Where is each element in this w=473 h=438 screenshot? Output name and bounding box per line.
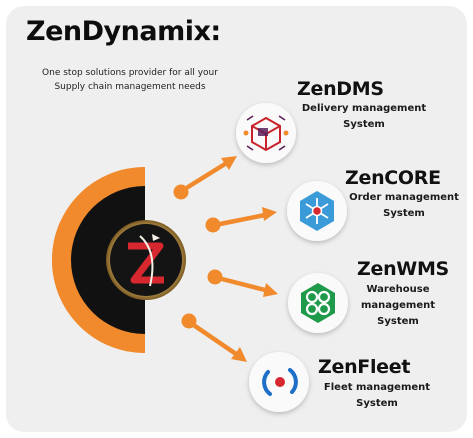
hub-black-half [52, 167, 145, 353]
product-name-zenfleet: ZenFleet [318, 356, 411, 378]
product-desc-zencore: Order management System [345, 190, 463, 222]
product-desc-line: Fleet management [323, 382, 431, 393]
product-desc-line: System [356, 398, 398, 409]
connector-dms [173, 156, 237, 200]
product-desc-line: management [360, 300, 436, 311]
product-desc-line: Delivery management [301, 103, 427, 114]
connector-fleet [181, 313, 247, 362]
product-name-zendms: ZenDMS [297, 78, 384, 100]
box-network-icon [236, 103, 296, 163]
zendynamix-logo-icon [106, 220, 186, 300]
hexagon-hub-icon [287, 181, 347, 241]
fleet-arc-icon [249, 352, 309, 412]
connector-wms [207, 269, 278, 297]
product-desc-line: System [383, 208, 425, 219]
warehouse-knot-icon [288, 273, 348, 333]
product-desc-zenwms: Warehouse management System [355, 282, 441, 330]
brand-title: ZenDynamix: [26, 16, 221, 47]
hub [52, 167, 186, 353]
tagline: One stop solutions provider for all your… [30, 66, 230, 94]
product-name-zencore: ZenCORE [345, 167, 441, 189]
product-desc-zenfleet: Fleet management System [318, 380, 436, 412]
product-desc-line: System [343, 119, 385, 130]
connector-core [205, 207, 277, 233]
tagline-line-2: Supply chain management needs [54, 82, 206, 92]
product-desc-line: Order management [349, 192, 459, 203]
product-desc-line: System [377, 316, 419, 327]
product-desc-zendms: Delivery management System [296, 101, 432, 133]
product-desc-line: Warehouse [366, 284, 430, 295]
product-name-zenwms: ZenWMS [357, 258, 449, 280]
tagline-line-1: One stop solutions provider for all your [42, 68, 218, 78]
